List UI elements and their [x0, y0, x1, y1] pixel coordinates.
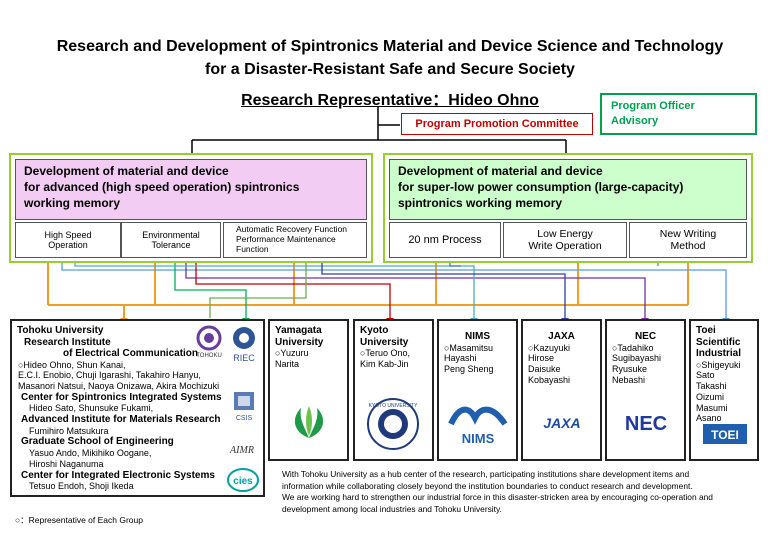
org-people: ○Masamitsu Hayashi Peng Sheng — [444, 342, 494, 375]
item-label: New Writing — [659, 227, 717, 240]
org-sub: Center for Integrated Electronic Systems — [21, 469, 215, 481]
description-note: With Tohoku University as a hub center o… — [282, 469, 772, 515]
note-line: information while collaborating closely … — [282, 480, 693, 491]
nec-logo: NEC — [612, 408, 680, 438]
item-label: Function — [236, 243, 269, 254]
org-sub: Advanced Institute for Materials Researc… — [21, 414, 221, 426]
item-label: Automatic Recovery Function — [236, 224, 348, 235]
left-group-title-line: working memory — [24, 196, 121, 211]
item-label: 20 nm Process — [408, 233, 482, 246]
logo-text: RIEC — [233, 353, 255, 363]
item-label: Environmental — [142, 229, 200, 240]
kyoto-logo: KYOTO UNIVERSITY — [366, 397, 420, 451]
logo-text: cies — [233, 476, 253, 487]
org-people: Yasuo Ando, Mikihiko Oogane, Hiroshi Nag… — [29, 447, 152, 469]
org-name: Kyoto University — [360, 325, 409, 348]
org-jaxa: JAXA ○Kazuyuki Hirose Daisuke Kobayashi — [521, 319, 602, 461]
right-group-title-line: Development of material and device — [398, 164, 603, 178]
left-group-title-line: Development of material and device — [24, 164, 229, 178]
yamagata-logo — [287, 402, 331, 442]
org-tohoku-university: Tohoku University Research Institute of … — [10, 319, 265, 497]
logo-text: NIMS — [462, 431, 495, 446]
research-representative: Research Representative：Hideo Ohno — [241, 92, 539, 109]
advisory-label: Advisory — [611, 114, 659, 127]
aimr-logo: AIMR — [224, 437, 260, 459]
org-people: ○Teruo Ono, Kim Kab-Jin — [360, 348, 410, 369]
note-line: With Tohoku University as a hub center o… — [282, 469, 690, 479]
org-nims: NIMS ○Masamitsu Hayashi Peng Sheng — [437, 319, 518, 461]
csis-logo: CSIS — [229, 390, 259, 424]
org-people: Tetsuo Endoh, Shoji Ikeda — [29, 481, 134, 492]
org-nec: NEC ○Tadahiko Sugibayashi Ryusuke Nebash… — [605, 319, 686, 461]
note-line: We are working hard to strengthen our in… — [282, 492, 713, 503]
note-line: development among local industries and T… — [282, 503, 502, 514]
logo-text: TOHOKU — [196, 353, 222, 359]
tohoku-logo: TOHOKU — [194, 325, 224, 359]
toei-logo: TOEI — [702, 423, 748, 445]
item-label: High Speed — [44, 229, 92, 240]
org-people: ○Shigeyuki Sato Takashi Oizumi Masumi As… — [696, 359, 741, 424]
item-label: Write Operation — [528, 240, 602, 252]
program-officer-box: Program Officer Advisory — [600, 93, 757, 135]
right-group-title: Development of material and device for s… — [389, 159, 747, 220]
legend-representative: ○：Representative of Each Group — [15, 515, 143, 525]
left-group-title-line: for advanced (high speed operation) spin… — [24, 180, 300, 195]
org-name: Tohoku University — [17, 325, 104, 336]
logo-text: KYOTO UNIVERSITY — [369, 403, 418, 409]
item-label: Performance Maintenance — [236, 234, 336, 245]
org-sub: Center for Spintronics Integrated System… — [21, 391, 222, 403]
org-people: ○Yuzuru Narita — [275, 348, 309, 369]
logo-text: JAXA — [543, 415, 580, 431]
org-toei-scientific: Toei Scientific Industrial ○Shigeyuki Sa… — [689, 319, 759, 461]
org-name: JAXA — [548, 331, 575, 342]
logo-text: CSIS — [236, 415, 253, 422]
org-people: Hideo Sato, Shunsuke Fukami, — [29, 403, 154, 414]
jaxa-logo: JAXA — [532, 410, 592, 436]
org-sub: Research Institute — [24, 336, 111, 348]
left-group-title: Development of material and device for a… — [15, 159, 367, 220]
diagram-title-line2: for a Disaster-Resistant Safe and Secure… — [205, 61, 575, 78]
org-name: Yamagata University — [275, 325, 324, 348]
logo-text: NEC — [625, 413, 667, 435]
program-promotion-committee: Program Promotion Committee — [401, 113, 593, 135]
right-group-title-line: for super-low power consumption (large-c… — [398, 180, 684, 195]
org-people: ○Kazuyuki Hirose Daisuke Kobayashi — [528, 342, 571, 385]
org-name: NEC — [634, 331, 657, 342]
program-officer-label: Program Officer — [611, 100, 695, 112]
org-name: Toei Scientific Industrial — [696, 325, 742, 359]
item-label: Method — [670, 240, 706, 252]
org-people: ○Hideo Ohno, Shun Kanai, E.C.I. Enobio, … — [18, 359, 220, 392]
item-20nm-process: 20 nm Process — [389, 222, 501, 258]
logo-text: TOEI — [711, 428, 739, 442]
item-label: Operation — [48, 240, 88, 250]
item-label: Low Energy — [537, 227, 593, 240]
nims-logo: NIMS — [447, 400, 509, 446]
org-sub: of Electrical Communication — [63, 348, 199, 359]
cies-logo: cies — [226, 466, 260, 494]
diagram-title-line1: Research and Development of Spintronics … — [56, 38, 724, 55]
org-people: ○Tadahiko Sugibayashi Ryusuke Nebashi — [612, 342, 662, 385]
logo-text: AIMR — [229, 445, 254, 456]
org-yamagata-university: Yamagata University ○Yuzuru Narita — [268, 319, 349, 461]
item-label: Tolerance — [151, 240, 191, 250]
org-people: Fumihiro Matsukura — [29, 425, 109, 436]
riec-logo: RIEC — [229, 325, 259, 365]
org-name: NIMS — [465, 331, 490, 342]
org-sub: Graduate School of Engineering — [21, 436, 174, 448]
right-group-title-line: spintronics working memory — [398, 196, 563, 211]
